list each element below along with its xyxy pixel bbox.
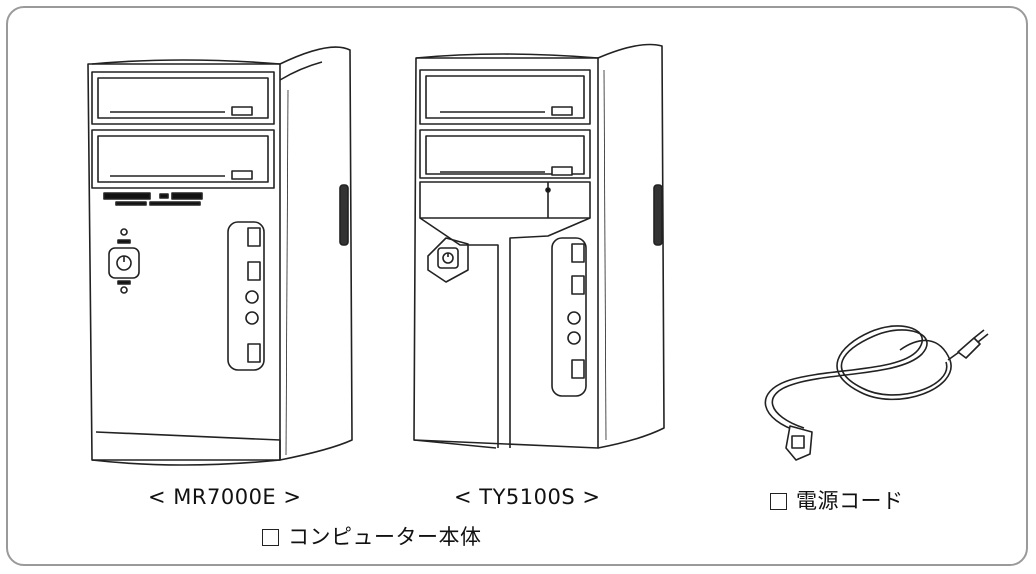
computer-body-checkbox[interactable]	[262, 529, 279, 546]
mr7000e-tower-illustration	[87, 46, 353, 466]
mr7000e-label: < MR7000E >	[148, 485, 302, 509]
power-cord-item: 電源コード	[770, 485, 904, 515]
power-cord-illustration	[764, 325, 989, 461]
computer-body-item: コンピューター本体	[262, 521, 482, 551]
power-cord-checkbox[interactable]	[770, 493, 787, 510]
computer-body-label: コンピューター本体	[288, 525, 482, 549]
ty5100s-label: < TY5100S >	[454, 485, 601, 509]
ty5100s-tower-illustration	[413, 43, 665, 449]
content-frame	[6, 6, 1028, 566]
power-cord-label: 電源コード	[796, 489, 904, 513]
